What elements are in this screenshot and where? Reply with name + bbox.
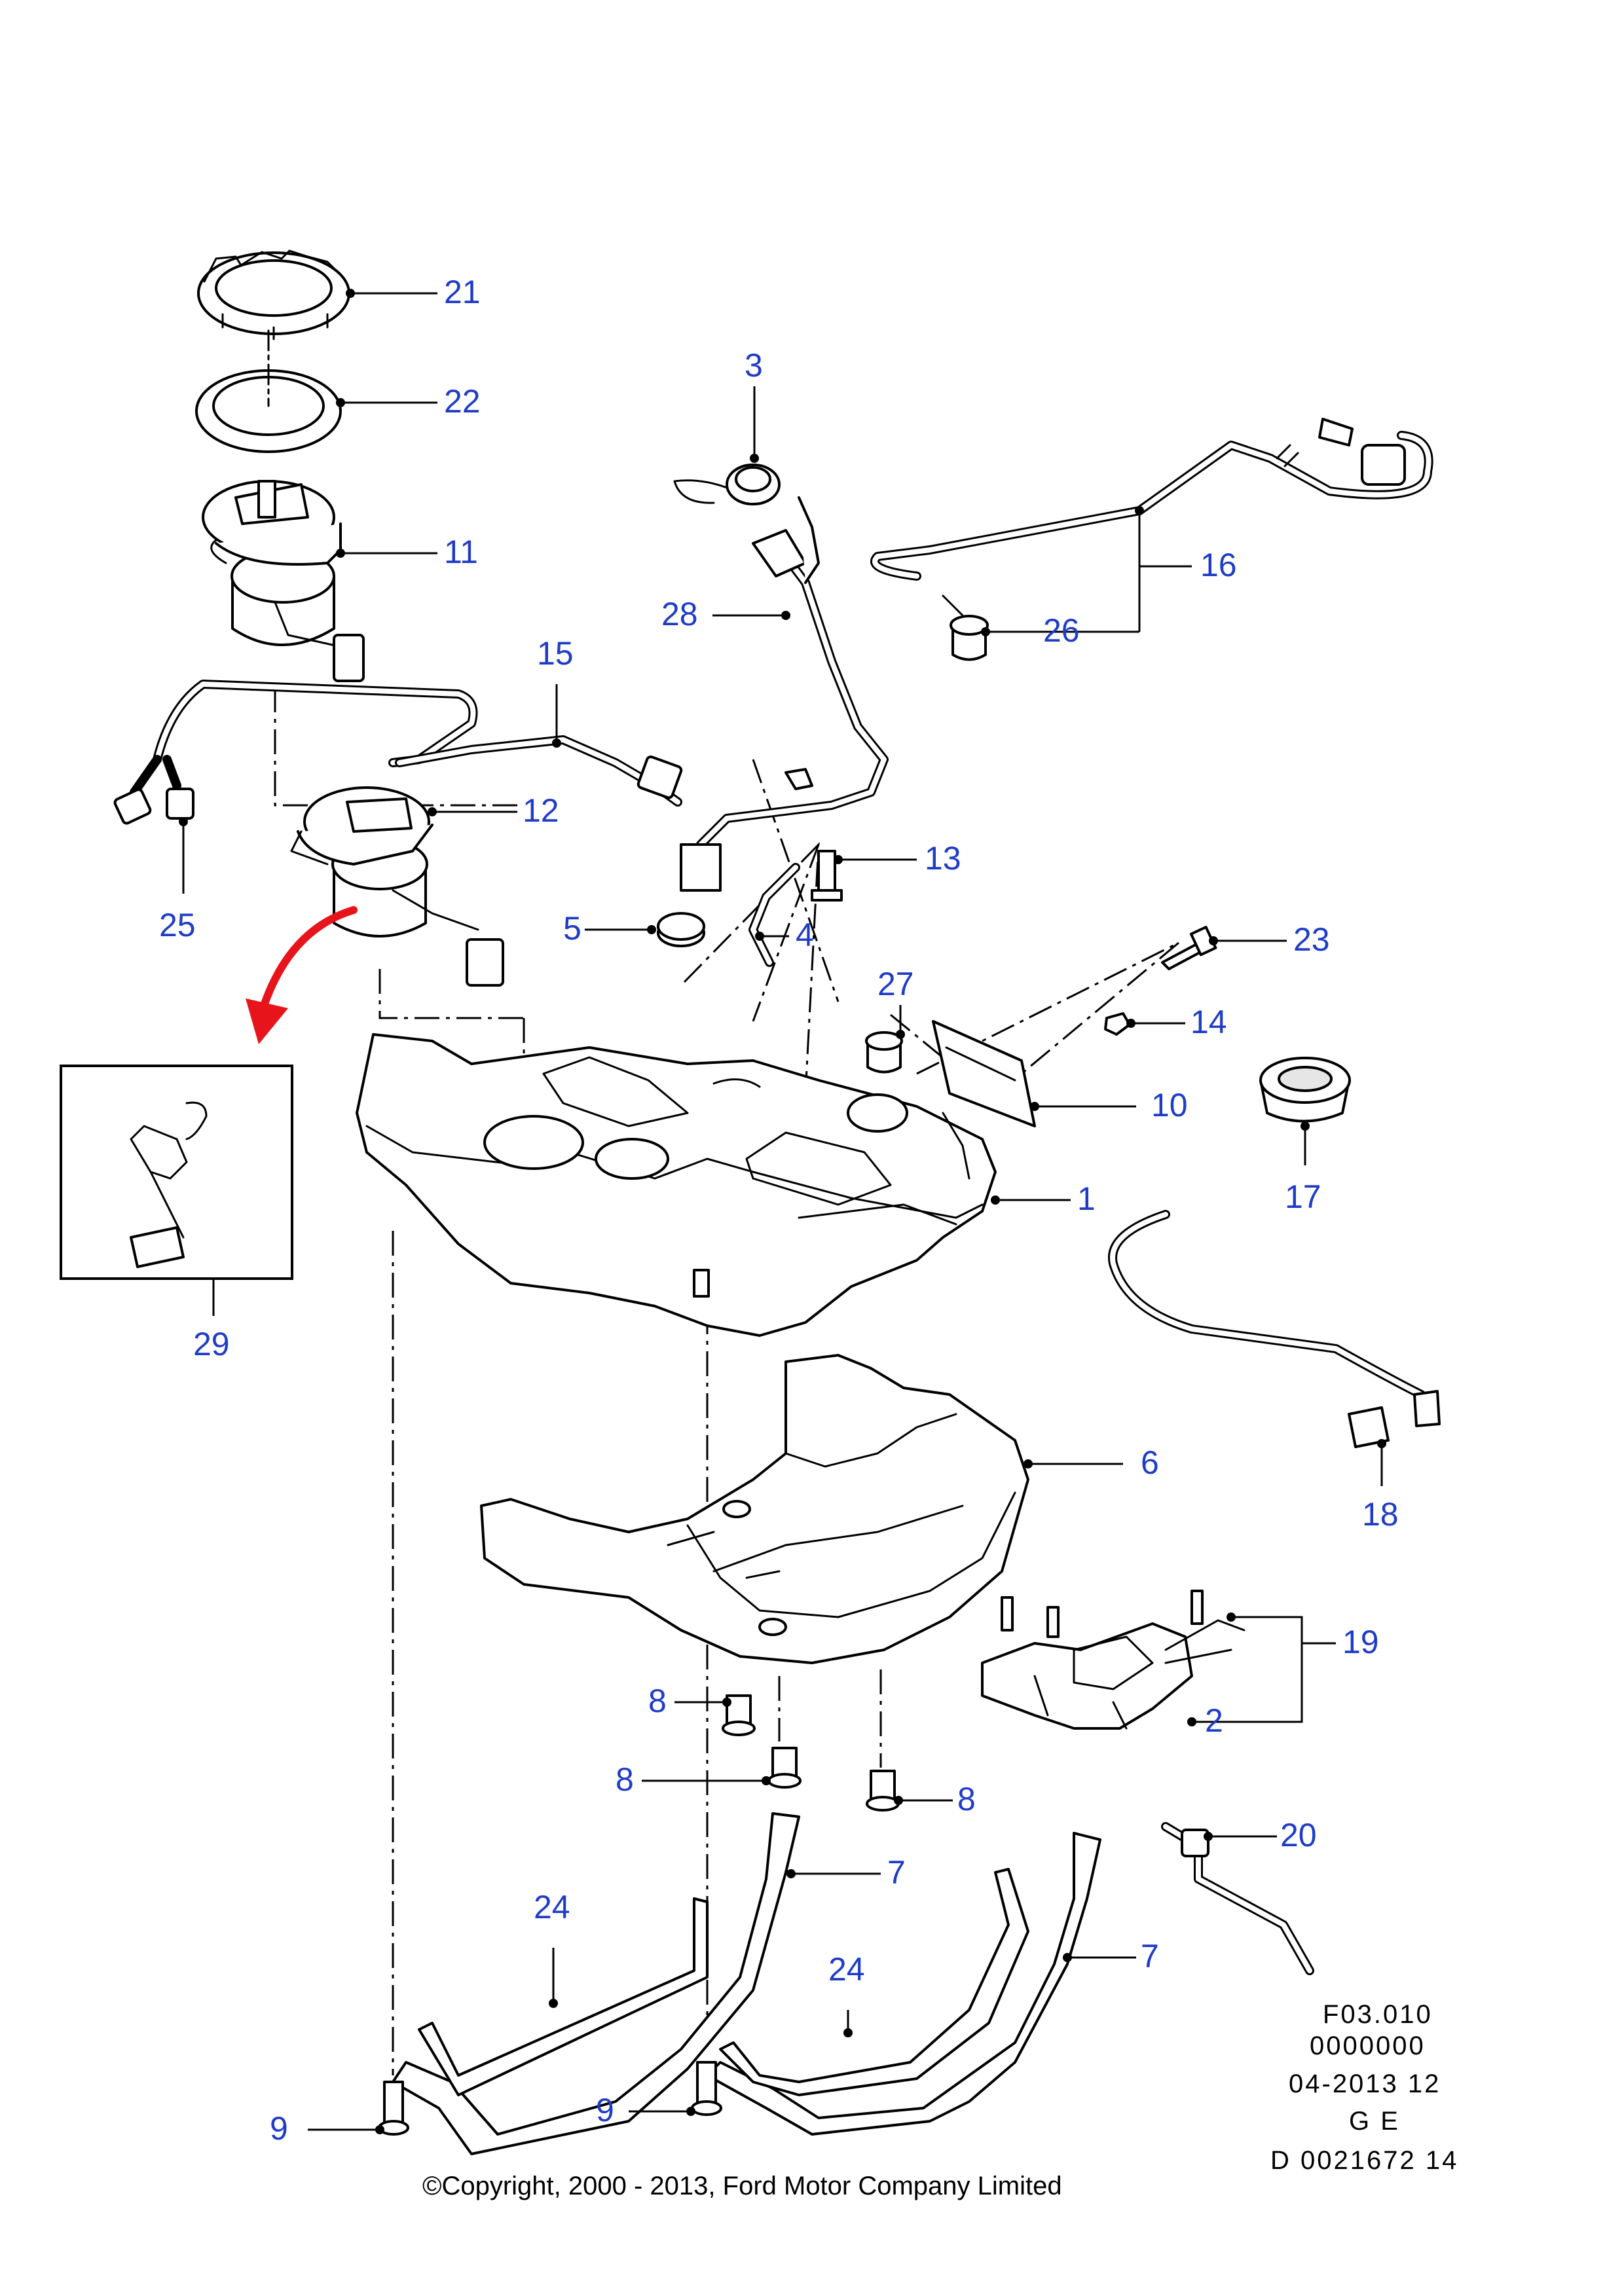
- tank-shield-part-6: [480, 1354, 1029, 1664]
- callout-24-right: 24: [828, 1951, 865, 1988]
- fuel-line-part-20: [1161, 1822, 1314, 1975]
- fuel-line-part-18: [1108, 1210, 1441, 1448]
- callout-11: 11: [444, 534, 478, 570]
- bolts-part-8: [722, 1694, 900, 1812]
- callout-16: 16: [1200, 547, 1237, 583]
- callout-23: 23: [1293, 921, 1330, 958]
- callout-8-right: 8: [957, 1781, 976, 1817]
- leader-lines: [179, 289, 1386, 2134]
- callout-12: 12: [523, 792, 559, 829]
- callout-numbers: 21 22 11 15 12 25 29 3 28 16 26 13 4 5 2…: [159, 274, 1399, 2147]
- callout-25: 25: [159, 907, 196, 943]
- callout-9-right: 9: [596, 2092, 614, 2128]
- callout-8-mid: 8: [616, 1761, 634, 1798]
- clamp-part-5: [657, 912, 705, 947]
- red-arrow-head: [246, 998, 288, 1044]
- reference-line-5: D 0021672 14: [1270, 2146, 1458, 2175]
- callout-7-left: 7: [887, 1854, 906, 1891]
- callout-13: 13: [925, 840, 961, 877]
- callout-8-top: 8: [648, 1683, 667, 1719]
- callout-22: 22: [444, 383, 481, 420]
- fuel-line-part-15: [395, 735, 683, 807]
- valve-part-26: [942, 594, 989, 661]
- valve-part-27: [865, 1031, 903, 1074]
- vapour-line-part-16: [870, 418, 1433, 581]
- reference-line-2: 0000000: [1310, 2032, 1426, 2060]
- reference-line-4: G E: [1349, 2107, 1400, 2136]
- reference-block: F03.010 0000000 04-2013 12 G E D 0021672…: [1270, 2000, 1458, 2175]
- callout-21: 21: [444, 274, 481, 310]
- seal-part-22: [195, 329, 342, 453]
- nut-part-14: [1104, 1012, 1131, 1036]
- inset-box-part-29: [60, 1065, 293, 1280]
- callout-27: 27: [877, 966, 914, 1002]
- callout-2: 2: [1205, 1702, 1223, 1739]
- lock-ring-part-21: [197, 249, 350, 340]
- callout-20: 20: [1280, 1817, 1317, 1853]
- harness-part-25: [113, 680, 478, 825]
- callout-10: 10: [1151, 1087, 1188, 1123]
- heat-shield-part-10: [932, 1020, 1036, 1127]
- hose-part-4: [748, 863, 800, 967]
- callout-9-left: 9: [270, 2110, 288, 2147]
- callout-17: 17: [1285, 1178, 1321, 1215]
- bolts-part-9: [378, 2061, 722, 2136]
- callout-18: 18: [1362, 1496, 1399, 1533]
- callout-14: 14: [1190, 1004, 1227, 1040]
- filler-pipe-part-28: [680, 496, 889, 892]
- callout-5: 5: [563, 910, 581, 947]
- filler-cap-part-3: [673, 464, 781, 505]
- reference-line-1: F03.010: [1323, 2000, 1433, 2029]
- callout-29: 29: [193, 1326, 230, 1362]
- callout-19: 19: [1342, 1624, 1379, 1660]
- strap-part-24-left: [418, 1897, 709, 2096]
- bolt-part-13: [811, 850, 843, 902]
- canister-part-2: [981, 1590, 1246, 1730]
- callout-3: 3: [745, 347, 763, 384]
- callout-6: 6: [1141, 1444, 1159, 1481]
- callout-7-right: 7: [1141, 1938, 1159, 1975]
- callout-15: 15: [537, 635, 574, 672]
- callout-28: 28: [661, 596, 698, 632]
- strap-part-24-right: [719, 1868, 1029, 2096]
- bolt-part-23: [1161, 926, 1217, 970]
- fuel-tank-part-1: [356, 1033, 997, 1337]
- callout-1: 1: [1077, 1180, 1096, 1217]
- grommet-part-17: [1259, 1057, 1351, 1123]
- fuel-sender-part-12: [290, 786, 504, 987]
- callout-4: 4: [796, 917, 814, 953]
- red-pointer-arrow: [258, 906, 358, 1015]
- fuel-pump-part-11: [202, 480, 365, 682]
- reference-line-3: 04-2013 12: [1289, 2069, 1441, 2098]
- callout-24-left: 24: [534, 1889, 570, 1925]
- callout-26: 26: [1043, 612, 1080, 649]
- copyright-notice: ©Copyright, 2000 - 2013, Ford Motor Comp…: [422, 2172, 1062, 2200]
